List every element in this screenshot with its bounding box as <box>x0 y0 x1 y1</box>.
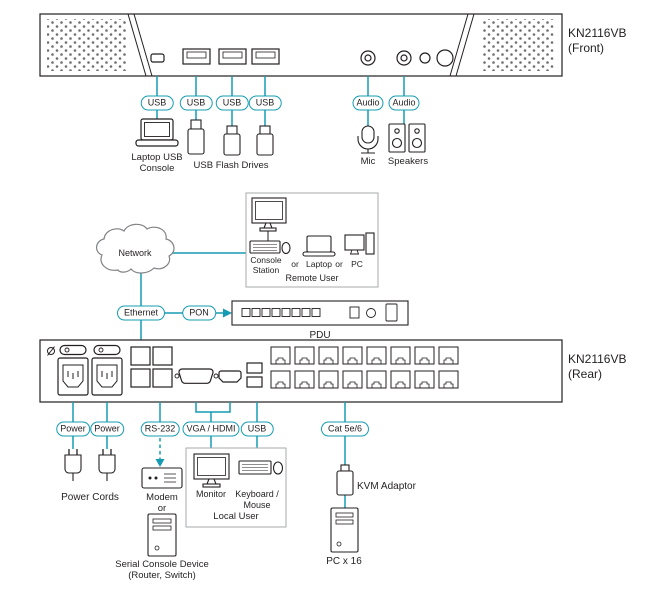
serial-device-icon <box>147 513 177 557</box>
usb-pill-3: USB <box>215 95 249 111</box>
front-model-text: KN2116VB <box>568 26 627 40</box>
remote-user-label: Remote User <box>285 273 339 283</box>
kvm-adaptor-label: KVM Adaptor <box>357 481 416 492</box>
usb-pill-1: USB <box>140 95 174 111</box>
keyboard-mouse-label: Keyboard / Mouse <box>235 489 279 510</box>
rear-view-text: (Rear) <box>568 367 603 381</box>
monitor-label: Monitor <box>195 489 227 499</box>
or-label-1: or <box>291 259 299 269</box>
remote-laptop-label: Laptop <box>306 259 332 269</box>
laptop-console-label: Laptop USB Console <box>131 152 183 175</box>
monitor-icon <box>193 453 230 488</box>
modem-icon <box>141 467 183 489</box>
mic-label: Mic <box>360 156 376 167</box>
pon-pill: PON <box>182 305 216 321</box>
power-inlet-1 <box>57 357 89 396</box>
power-switch-2 <box>93 344 121 356</box>
laptop-icon <box>135 118 179 147</box>
power-plug-icon-2 <box>98 449 116 481</box>
front-panel-device <box>39 13 563 77</box>
keyboard-mouse-icon <box>238 460 284 475</box>
ethernet-pill: Ethernet <box>116 305 166 321</box>
rs232-pill: RS-232 <box>140 421 180 437</box>
remote-pc-label: PC <box>351 259 363 269</box>
audio-pill-1: Audio <box>352 95 384 111</box>
speakers-label: Speakers <box>387 156 429 167</box>
speakers-icon <box>388 123 426 153</box>
rear-usb-ports <box>246 362 263 388</box>
serial-device-label: Serial Console Device (Router, Switch) <box>115 559 209 582</box>
usb-pill-rear: USB <box>240 421 274 437</box>
lan-ports <box>130 346 173 388</box>
flash-drives-label: USB Flash Drives <box>193 160 269 171</box>
power-switch-1 <box>59 344 87 356</box>
mini-usb-port <box>150 53 165 63</box>
audio-pill-2: Audio <box>388 95 420 111</box>
network-cloud <box>96 223 175 274</box>
hdmi-port <box>218 370 242 383</box>
usb-pill-4: USB <box>248 95 282 111</box>
rear-model-text: KN2116VB <box>568 352 627 366</box>
power-plug-icon-1 <box>64 449 82 481</box>
pdu-device <box>231 300 409 326</box>
power-cords-label: Power Cords <box>61 492 119 503</box>
usb-pill-2: USB <box>179 95 213 111</box>
front-usb-ports <box>182 48 280 65</box>
front-view-text: (Front) <box>568 41 604 55</box>
usb-flash-drive-icon-2 <box>223 125 241 156</box>
usb-flash-drive-icon-3 <box>256 125 274 156</box>
pc16-label: PC x 16 <box>326 556 362 567</box>
pon-arrowhead <box>223 308 232 318</box>
modem-label: Modem <box>146 492 178 503</box>
kvm-adaptor-icon <box>336 464 354 496</box>
rear-panel-title: KN2116VB (Rear) <box>568 352 626 382</box>
vga-port <box>174 368 219 384</box>
power-pill-2: Power <box>90 421 124 437</box>
network-cloud-label: Network <box>118 248 152 258</box>
usb-flash-drive-icon-1 <box>187 119 205 155</box>
front-panel-title: KN2116VB (Front) <box>568 26 626 56</box>
pc-small-icon <box>344 232 375 255</box>
local-user-label: Local User <box>213 511 259 522</box>
ground-screw <box>47 347 55 355</box>
pdu-label: PDU <box>309 330 331 341</box>
front-audio-ports <box>360 49 454 67</box>
cat5e6-pill: Cat 5e/6 <box>320 421 370 437</box>
power-pill-1: Power <box>56 421 90 437</box>
mic-icon <box>357 125 379 154</box>
vga-hdmi-pill: VGA / HDMI <box>182 421 240 437</box>
or-label-2: or <box>335 259 343 269</box>
power-inlet-2 <box>91 357 123 396</box>
console-station-label: Console Station <box>250 255 282 276</box>
or-label-3: or <box>157 503 167 514</box>
laptop-small-icon <box>302 235 336 257</box>
pc-tower-icon <box>330 507 359 553</box>
rs232-arrowhead <box>155 459 165 467</box>
console-station-icon <box>249 197 291 255</box>
